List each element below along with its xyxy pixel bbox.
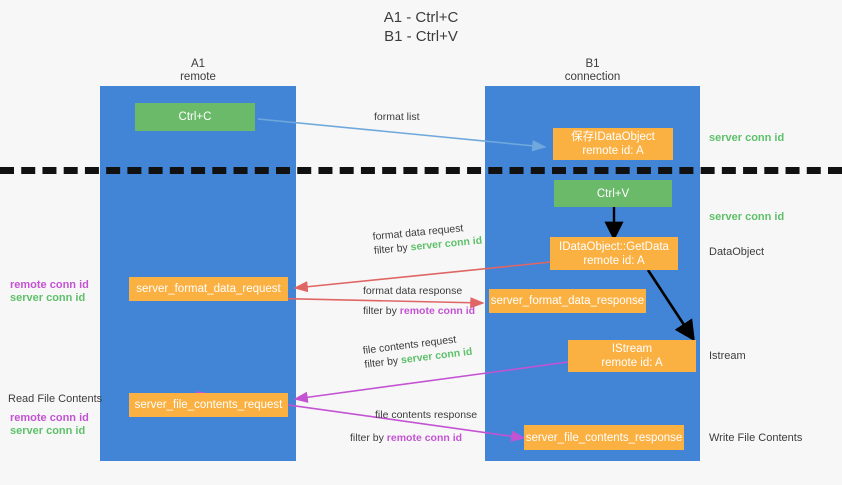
phase-divider	[0, 167, 842, 174]
edge-label-file-contents-response: file contents response filter by remote …	[350, 408, 478, 445]
lane-b1-name: B1	[585, 58, 600, 70]
page-title: A1 - Ctrl+C B1 - Ctrl+V	[0, 8, 842, 46]
box-idataobject-getdata-sublabel: remote id: A	[583, 254, 645, 267]
edge-label-format-data-request: format data request filter by server con…	[372, 220, 483, 258]
edge-label-format-list-text: format list	[374, 111, 420, 123]
lane-b1-sub: connection	[564, 71, 621, 83]
right-label-data-object: DataObject	[709, 246, 765, 258]
box-server-format-data-request-label: server_format_data_request	[136, 283, 281, 295]
box-save-idataobject-sublabel: remote id: A	[582, 145, 644, 157]
left-label-remote-conn-id-1: remote conn id	[10, 279, 89, 291]
left-label-server-conn-id-2: server conn id	[10, 425, 86, 437]
lane-header-a1: A1 remote	[100, 58, 296, 84]
box-save-idataobject[interactable]: 保存IDataObject remote id: A	[553, 128, 673, 160]
filter-prefix: filter by	[373, 241, 412, 257]
box-server-format-data-request[interactable]: server_format_data_request	[129, 277, 288, 301]
edge-label-format-list: format list	[374, 110, 420, 124]
title-line-2: B1 - Ctrl+V	[384, 28, 458, 45]
box-server-file-contents-request-label: server_file_contents_request	[134, 399, 283, 411]
left-label-server-conn-id-1: server conn id	[10, 292, 86, 304]
left-label-read-file-contents: Read File Contents	[8, 393, 103, 405]
box-istream[interactable]: IStream remote id: A	[568, 340, 696, 372]
box-save-idataobject-label: 保存IDataObject	[571, 131, 655, 143]
filter-key-remote-conn-id: remote conn id	[399, 305, 476, 317]
filter-prefix: filter by	[363, 305, 400, 317]
box-ctrl-c[interactable]: Ctrl+C	[135, 103, 255, 131]
box-server-file-contents-request[interactable]: server_file_contents_request	[129, 393, 288, 417]
box-ctrl-c-label: Ctrl+C	[178, 111, 212, 123]
right-label-write-file-contents: Write File Contents	[709, 432, 803, 444]
box-server-format-data-response[interactable]: server_format_data_response	[489, 289, 646, 313]
filter-prefix: filter by	[363, 354, 402, 371]
box-server-format-data-response-label: server_format_data_response	[490, 295, 645, 307]
lane-a1-name: A1	[190, 58, 206, 70]
box-ctrl-v-label: Ctrl+V	[596, 187, 630, 200]
box-istream-sublabel: remote id: A	[601, 357, 663, 369]
filter-prefix: filter by	[350, 432, 387, 444]
box-ctrl-v[interactable]: Ctrl+V	[554, 180, 672, 207]
right-label-server-conn-id-top: server conn id	[709, 132, 785, 144]
title-line-1: A1 - Ctrl+C	[383, 9, 459, 26]
filter-key-remote-conn-id: remote conn id	[386, 432, 463, 444]
edge-label-file-contents-request: file contents request filter by server c…	[362, 331, 473, 372]
edge-label-file-contents-response-line1: file contents response	[375, 409, 478, 421]
lane-header-b1: B1 connection	[485, 58, 700, 84]
lane-a1-sub: remote	[180, 71, 216, 83]
box-idataobject-getdata[interactable]: IDataObject::GetData remote id: A	[550, 237, 678, 270]
box-istream-label: IStream	[611, 343, 653, 355]
edge-label-format-data-response-line2: filter by remote conn id	[363, 304, 475, 318]
left-label-remote-conn-id-2: remote conn id	[10, 412, 89, 424]
box-server-file-contents-response-label: server_file_contents_response	[525, 431, 683, 444]
edge-label-file-contents-response-line2: filter by remote conn id	[350, 431, 477, 445]
box-server-file-contents-response[interactable]: server_file_contents_response	[524, 425, 684, 450]
edge-label-format-data-response-line1: format data response	[363, 285, 463, 297]
edge-label-format-data-response: format data response filter by remote co…	[363, 284, 475, 318]
right-label-istream: Istream	[709, 350, 746, 362]
box-idataobject-getdata-label: IDataObject::GetData	[559, 240, 669, 253]
right-label-server-conn-id-mid: server conn id	[709, 211, 785, 223]
